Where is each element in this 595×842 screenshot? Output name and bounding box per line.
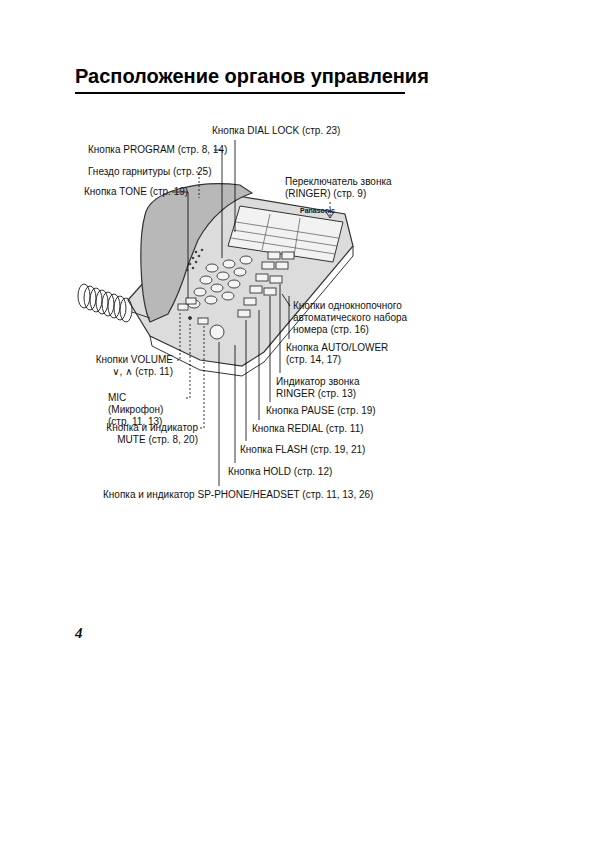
key [211, 284, 223, 292]
leader-line [270, 296, 271, 402]
button-label: Кнопки VOLUME ∨, ∧ (стр. 11) [87, 354, 173, 378]
leader-line [246, 320, 247, 441]
grille-dot [195, 261, 198, 264]
grille-dot [195, 251, 198, 254]
function-buttons [178, 252, 294, 339]
function-button [244, 298, 256, 305]
function-button [264, 288, 276, 295]
cord-end [132, 312, 150, 318]
volume-button [178, 304, 188, 310]
jack-label: Гнездо гарнитуры (стр. 25) [88, 166, 212, 178]
function-button [256, 274, 268, 281]
brand-logo: Panasonic [300, 206, 335, 216]
key [223, 260, 235, 268]
leader-line [200, 326, 204, 428]
mic-hole [189, 317, 192, 320]
directory-panel [228, 206, 343, 262]
leader-line [259, 310, 260, 420]
leader-line [235, 140, 236, 232]
key [222, 292, 234, 300]
button-label: Кнопка HOLD (стр. 12) [228, 466, 332, 478]
function-button [238, 310, 250, 317]
key [228, 280, 240, 288]
button-label: Кнопки однокнопочного автоматического на… [293, 300, 421, 336]
page-title: Расположение органов управления [75, 64, 429, 88]
key [217, 272, 229, 280]
directory-lines [231, 214, 338, 256]
title-rule [75, 92, 405, 94]
button-label: Кнопка PROGRAM (стр. 8, 14) [88, 144, 227, 156]
leader-line [289, 296, 290, 339]
button-label: Кнопка и индикатор SP-PHONE/HEADSET (стр… [103, 489, 373, 501]
button-label: Кнопка TONE (стр. 19) [84, 186, 188, 198]
indicator-label: Индикатор звонка RINGER (стр. 13) [276, 376, 376, 400]
cord-coil [120, 298, 132, 322]
one-touch-button [262, 262, 274, 269]
key [240, 256, 252, 264]
leader-line [219, 342, 220, 486]
button-label: Кнопка PAUSE (стр. 19) [266, 405, 376, 417]
volume-button [186, 298, 196, 304]
grille-dot [189, 263, 192, 266]
leader-line [172, 192, 188, 298]
mute-button [198, 318, 208, 324]
key [194, 288, 206, 296]
key [205, 296, 217, 304]
leader-line [214, 150, 222, 258]
one-touch-button [276, 262, 288, 269]
key [206, 264, 218, 272]
sp-phone-button [210, 325, 224, 339]
one-touch-button [282, 252, 294, 259]
key [200, 276, 212, 284]
function-button [250, 286, 262, 293]
button-label: Кнопка DIAL LOCK (стр. 23) [212, 125, 340, 137]
leader-line [235, 345, 236, 463]
function-button [270, 276, 282, 283]
grille-dot [201, 249, 204, 252]
leader-line [177, 312, 180, 360]
button-label: Кнопка AUTO/LOWER (стр. 14, 17) [286, 342, 398, 366]
leader-line [186, 322, 190, 398]
button-label: Кнопка и индикатор MUTE (стр. 8, 20) [100, 422, 198, 446]
button-label: Кнопка REDIAL (стр. 11) [252, 423, 364, 435]
button-label: Кнопка FLASH (стр. 19, 21) [240, 444, 365, 456]
one-touch-button [268, 252, 280, 259]
page-number: 4 [75, 624, 83, 642]
grille-dot [192, 257, 195, 260]
leader-line [280, 284, 281, 373]
grille-dot [198, 255, 201, 258]
key [234, 268, 246, 276]
keypad [188, 256, 252, 308]
grille-dot [192, 267, 195, 270]
coil-cord [78, 284, 150, 322]
switch-label: Переключатель звонка (RINGER) (стр. 9) [285, 176, 405, 200]
